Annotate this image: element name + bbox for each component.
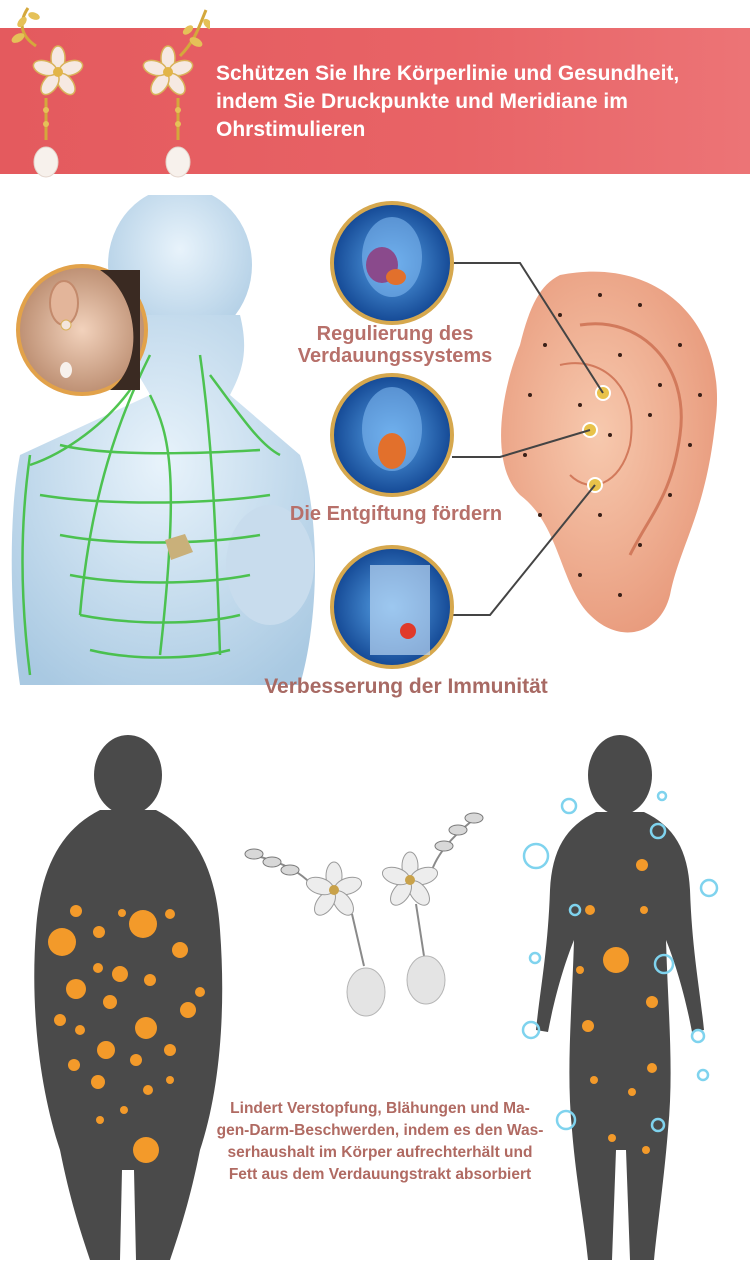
banner-title-line: indem Sie Druckpunkte und Meridiane im — [216, 90, 628, 113]
label-digestive: Regulierung des Verdauungssystems — [280, 323, 510, 367]
label-immunity: Verbesserung der Immunität — [264, 675, 548, 698]
fat-cells-reduced — [576, 859, 658, 1154]
banner-title-line: Ohrstimulieren — [216, 118, 366, 141]
fat-cells — [48, 905, 205, 1163]
benefit-description-line: Lindert Verstopfung, Blähungen und Ma- — [230, 1100, 530, 1117]
label-digestive-line1: Regulierung des — [316, 323, 474, 345]
left-earring-icon — [11, 7, 84, 178]
anatomy-section: Regulierung des Verdauungssystems Die En… — [0, 195, 750, 715]
benefit-description: Lindert Verstopfung, Blähungen und Ma- g… — [190, 1098, 570, 1186]
earring-pair-image — [11, 7, 210, 178]
label-detox: Die Entgiftung fördern — [289, 503, 503, 525]
body-before-silhouette — [34, 735, 223, 1260]
water-bubbles — [521, 790, 719, 1133]
immune-cell-icon — [330, 545, 454, 669]
anatomy-illustration — [11, 195, 718, 685]
body-after-silhouette — [521, 735, 719, 1260]
body-comparison-illustration — [34, 735, 719, 1260]
ear-earring-portrait — [16, 264, 148, 396]
header-banner — [0, 28, 750, 174]
body-comparison-section: Lindert Verstopfung, Blähungen und Ma- g… — [0, 730, 750, 1266]
right-earring-icon — [142, 9, 210, 178]
ear-acupuncture-map — [501, 271, 718, 633]
label-digestive-line2: Verdauungssystems — [297, 345, 493, 367]
benefit-description-line: gen-Darm-Beschwerden, indem es den Was- — [216, 1122, 544, 1139]
human-body-figure — [11, 195, 315, 685]
benefit-description-line: Fett aus dem Verdauungstrakt absorbiert — [228, 1166, 532, 1183]
connector-lines — [452, 262, 604, 616]
banner-title: Schützen Sie Ihre Körperlinie und Gesund… — [216, 60, 746, 144]
digestive-organ-icon — [330, 201, 454, 325]
earring-product-image — [244, 812, 484, 1017]
intestine-organ-icon — [330, 373, 454, 497]
banner-title-line: Schützen Sie Ihre Körperlinie und Gesund… — [216, 62, 680, 85]
benefit-description-line: serhaushalt im Körper aufrechterhält und — [227, 1144, 533, 1161]
